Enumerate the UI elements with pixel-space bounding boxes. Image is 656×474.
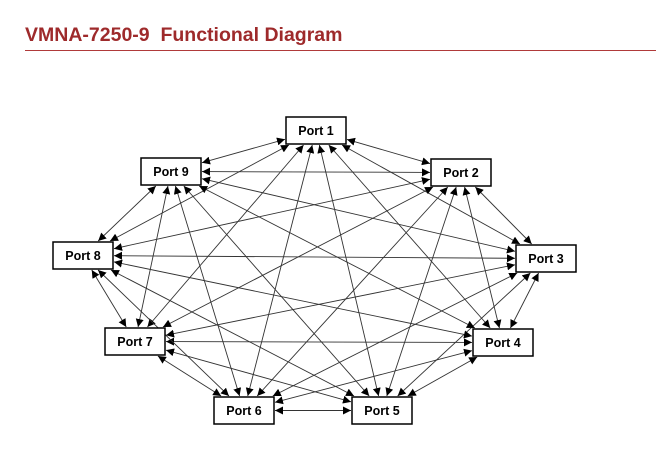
connection-p3-p4 (510, 272, 539, 329)
port-label: Port 2 (443, 166, 478, 180)
connection-p2-p9 (201, 167, 431, 177)
connection-p6-p7 (157, 355, 222, 397)
title-divider (25, 50, 656, 51)
port-label: Port 7 (117, 335, 152, 349)
port-box (472, 328, 534, 357)
connection-p1-p5 (317, 144, 381, 397)
connection-p1-p2 (346, 137, 431, 166)
connection-p5-p9 (183, 185, 370, 397)
connection-p2-p3 (475, 186, 532, 245)
connection-p7-p8 (91, 269, 127, 328)
port-box (285, 116, 347, 145)
connection-p4-p7 (165, 337, 473, 347)
port-node-2: Port 2 (430, 158, 492, 187)
port-label: Port 5 (364, 404, 399, 418)
port-nodes: Port 1 Port 2 Port 3 Port 4 Port 5 Port 6 Port… (52, 116, 577, 425)
connection-p7-p9 (135, 185, 171, 328)
port-node-1: Port 1 (285, 116, 347, 145)
port-node-7: Port 7 (104, 327, 166, 356)
page-title: VMNA-7250-9 Functional Diagram (25, 24, 343, 46)
port-label: Port 9 (153, 165, 188, 179)
connection-p4-p9 (198, 185, 476, 329)
port-node-4: Port 4 (472, 328, 534, 357)
port-node-6: Port 6 (213, 396, 275, 425)
port-box (515, 244, 577, 273)
port-label: Port 6 (226, 404, 261, 418)
connection-p3-p8 (113, 251, 516, 263)
connection-p8-p9 (97, 185, 157, 242)
port-node-9: Port 9 (140, 157, 202, 186)
connection-p1-p9 (201, 137, 286, 165)
port-box (104, 327, 166, 356)
connection-p6-p9 (173, 185, 242, 397)
port-label: Port 8 (65, 249, 100, 263)
port-node-8: Port 8 (52, 241, 114, 270)
port-label: Port 4 (485, 336, 520, 350)
port-box (52, 241, 114, 270)
port-box (430, 158, 492, 187)
port-box (351, 396, 413, 425)
port-node-3: Port 3 (515, 244, 577, 273)
connection-p2-p5 (385, 186, 458, 397)
port-label: Port 1 (298, 124, 333, 138)
port-box (213, 396, 275, 425)
port-node-5: Port 5 (351, 396, 413, 425)
port-box (140, 157, 202, 186)
connection-lines (91, 137, 539, 415)
port-label: Port 3 (528, 252, 563, 266)
connection-p2-p8 (113, 177, 431, 251)
connection-p1-p6 (245, 144, 315, 397)
